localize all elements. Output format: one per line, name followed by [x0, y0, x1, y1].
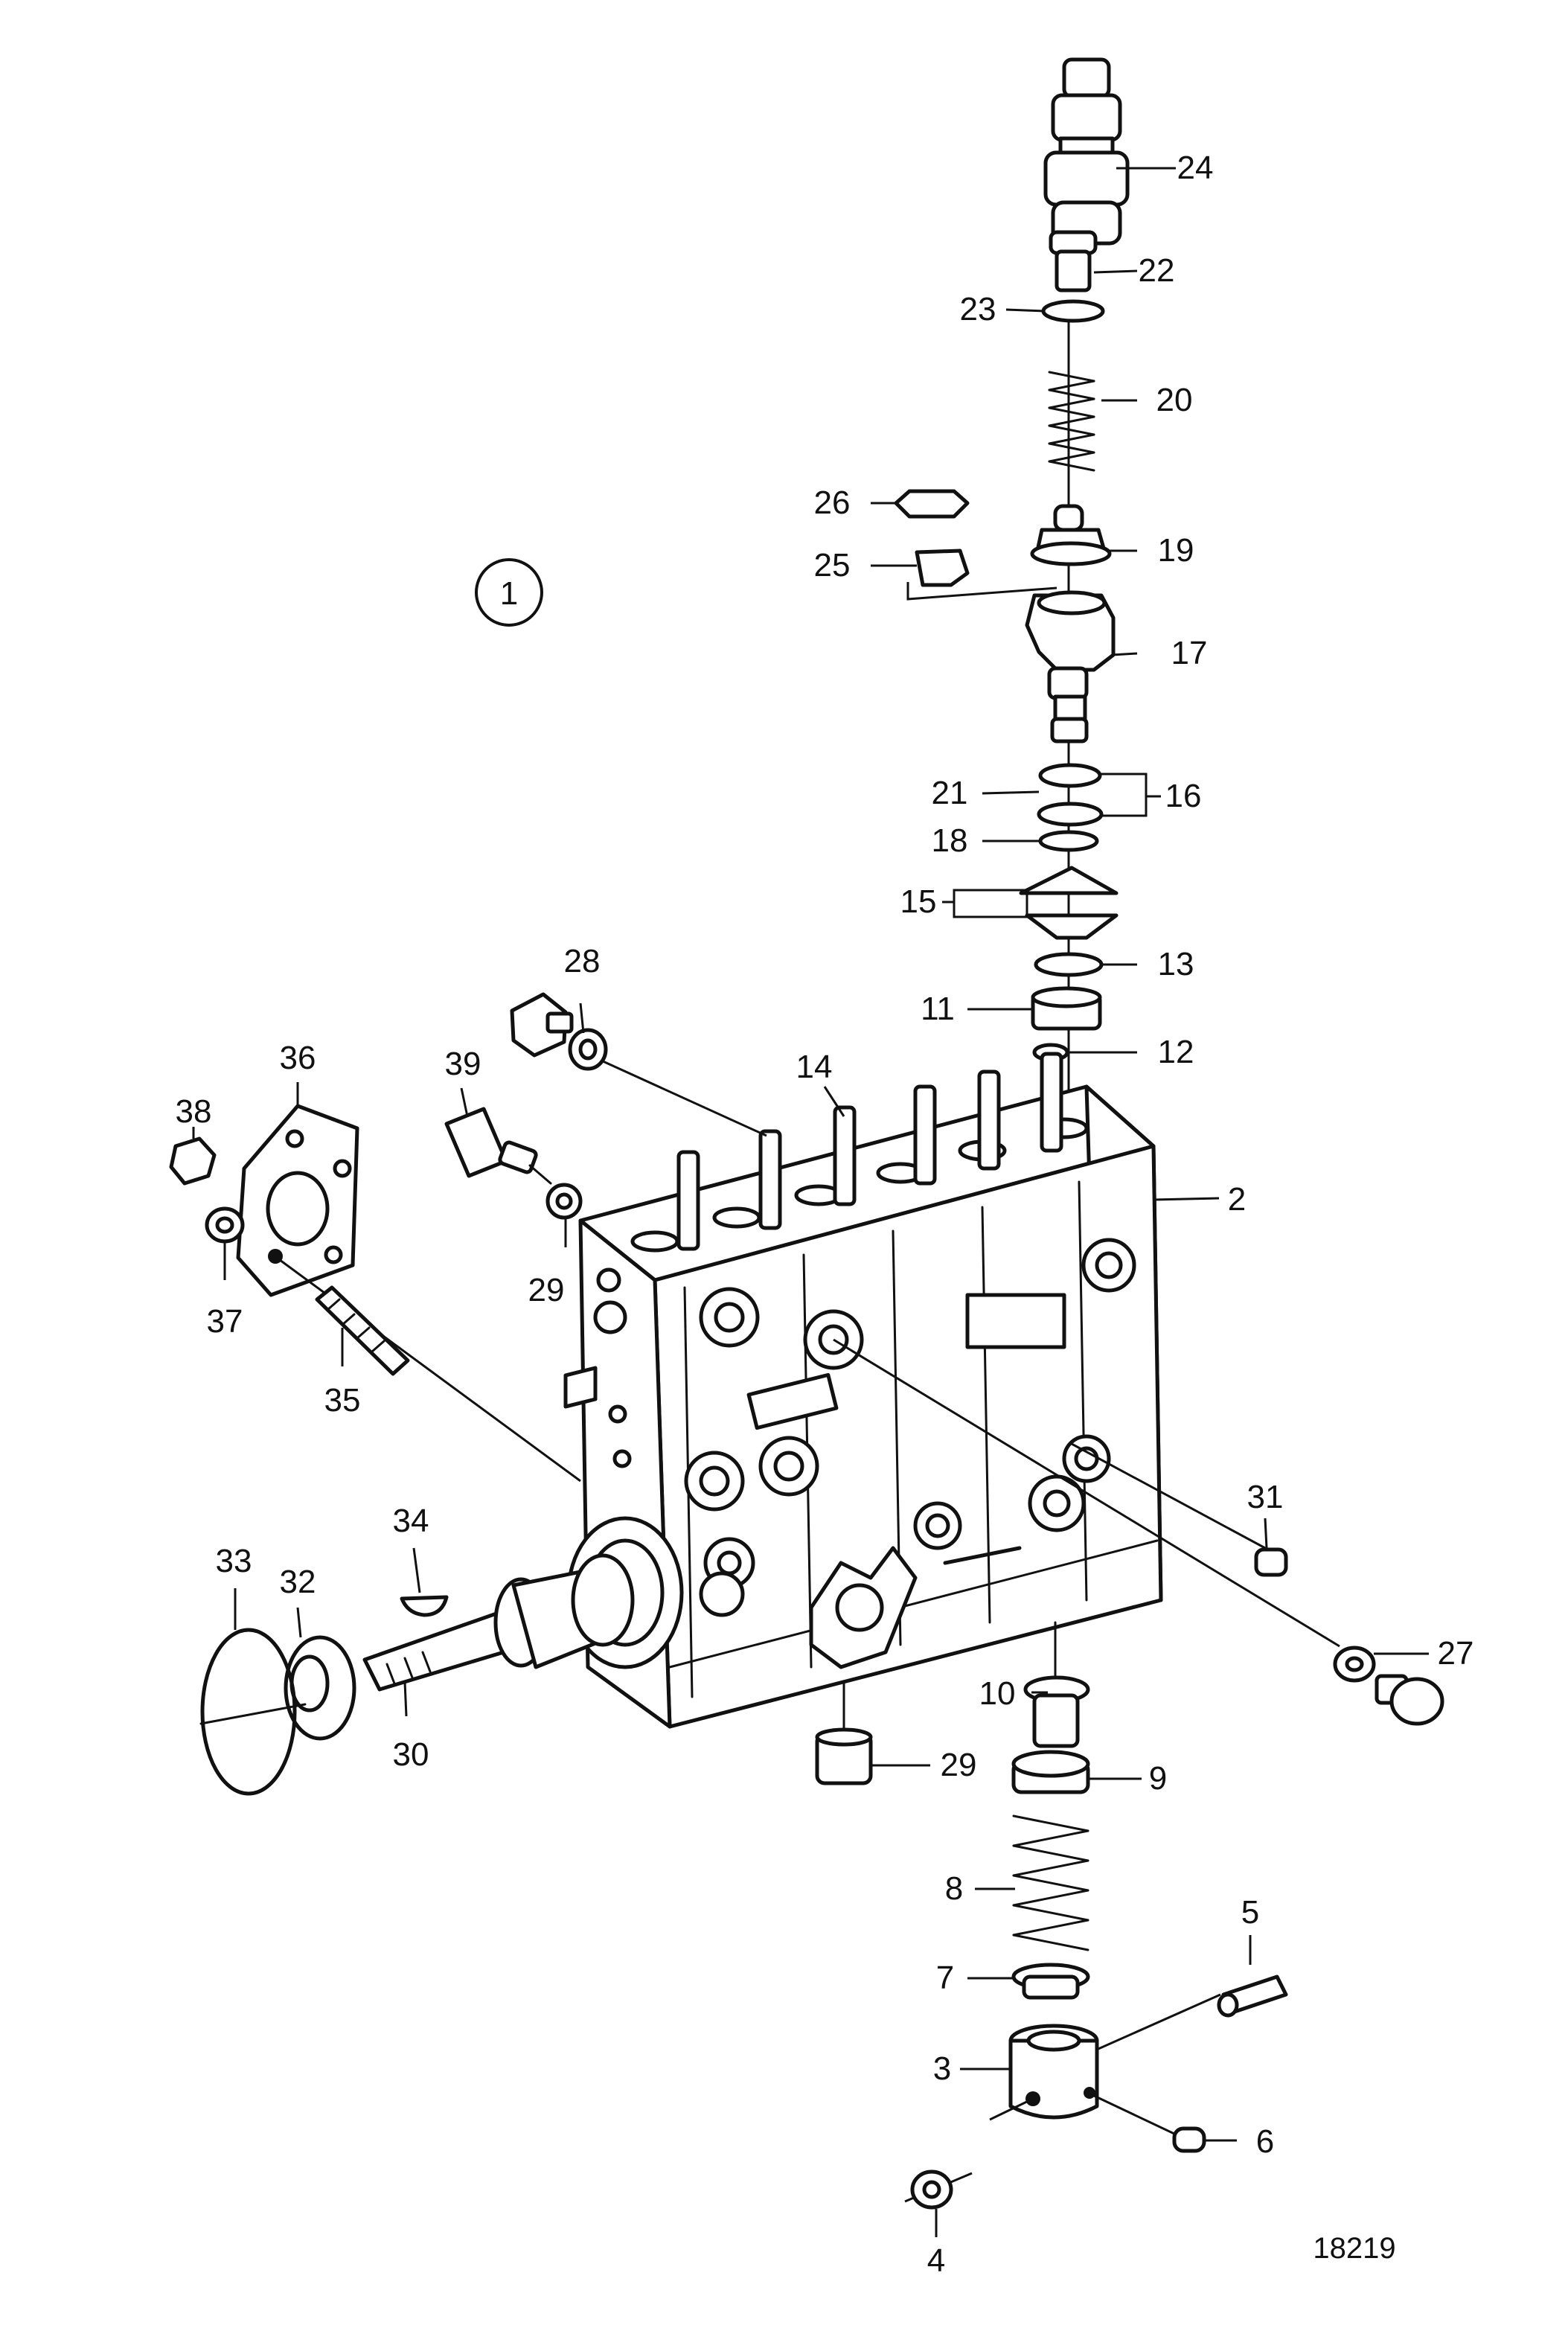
callout-15: 15 [900, 883, 937, 920]
callout-28: 29 [941, 1747, 977, 1783]
callout-34: 34 [393, 1503, 429, 1539]
part-stud-35 [315, 1285, 410, 1376]
callout-leaders [192, 167, 1429, 2237]
part-lower-seat-7 [1011, 1963, 1090, 2000]
part-flange-plate-36 [236, 1104, 581, 1483]
part-roller-4 [904, 2169, 973, 2210]
callout-3: 3 [933, 2050, 951, 2087]
callout-7: 7 [936, 1960, 954, 1996]
part-banjo-fitting [510, 992, 767, 1137]
callout-6: 6 [1256, 2123, 1274, 2160]
part-spring-seat-9 [1011, 1750, 1090, 1794]
part-half-shell-lower [1025, 913, 1119, 940]
callout-27: 27 [1438, 1635, 1474, 1672]
callout-35: 35 [324, 1382, 361, 1419]
callout-16: 16 [1165, 778, 1202, 814]
part-guide-10 [1023, 1675, 1090, 1748]
part-ring-13 [1034, 952, 1104, 977]
callout-12: 12 [1158, 1034, 1194, 1070]
part-pin-6 [1172, 2126, 1206, 2153]
part-pump-element-17 [1025, 590, 1116, 744]
part-seal-ring-23 [1041, 299, 1105, 323]
callout-11: 11 [921, 991, 955, 1027]
part-ring-21 [1038, 763, 1102, 788]
callout-29-side: 29 [528, 1272, 565, 1308]
callout-labels: 24 22 23 20 26 19 25 17 21 16 18 15 13 1… [176, 150, 1474, 2279]
callout-22: 22 [1139, 252, 1175, 289]
part-delivery-valve-holder [1043, 57, 1130, 246]
callout-21: 21 [932, 775, 968, 811]
callout-39: 39 [445, 1046, 481, 1082]
parts-drawing [169, 57, 1444, 2210]
part-overflow-valve-39 [444, 1107, 583, 1220]
part-spring-20 [1048, 371, 1095, 515]
callout-25: 25 [814, 547, 851, 583]
callout-18: 18 [932, 822, 968, 859]
callout-36: 36 [280, 1040, 316, 1076]
part-studs-14 [676, 1052, 1063, 1251]
view-number-badge: 1 [475, 558, 543, 627]
part-nut-38 [169, 1136, 217, 1186]
part-seal-32 [284, 1635, 356, 1741]
part-key-34 [400, 1595, 449, 1617]
callout-14: 14 [796, 1049, 833, 1085]
callout-2: 2 [1228, 1181, 1246, 1218]
part-ring-16 [1037, 802, 1104, 827]
callout-26: 26 [814, 485, 851, 521]
callout-20: 20 [1156, 382, 1193, 418]
callout-30: 30 [393, 1736, 429, 1773]
part-nut-26 [894, 489, 970, 519]
part-half-shell-upper [1019, 866, 1119, 895]
drawing-number: 18219 [1313, 2232, 1395, 2265]
callout-33: 33 [216, 1543, 252, 1579]
part-roller-tappet-3 [989, 2024, 1177, 2136]
callout-38: 38 [176, 1093, 212, 1130]
part-camshaft-30 [362, 1553, 635, 1692]
part-plug-31 [1071, 1442, 1288, 1577]
part-ring-18 [1038, 830, 1099, 852]
callout-8: 8 [945, 1870, 963, 1907]
part-delivery-valve [1049, 230, 1098, 292]
part-lock-plate-25 [915, 549, 970, 587]
callout-17: 17 [1171, 635, 1208, 671]
part-bushing-28 [815, 1681, 873, 1785]
callout-24: 24 [1177, 150, 1214, 186]
callout-31: 31 [1247, 1479, 1284, 1515]
part-o-ring-33 [200, 1628, 297, 1796]
part-pump-housing-2 [563, 1084, 1163, 1729]
callout-4: 4 [927, 2242, 945, 2279]
part-plunger-spring-8 [1012, 1814, 1089, 1951]
part-control-sleeve-11 [1031, 986, 1102, 1031]
part-pin-5 [1086, 1974, 1288, 2056]
part-screw-plug-27 [833, 1338, 1444, 1726]
callout-13: 13 [1158, 946, 1194, 982]
view-number: 1 [500, 575, 518, 612]
callout-29-top: 28 [564, 943, 601, 979]
callout-19: 19 [1158, 532, 1194, 569]
callout-9: 9 [1149, 1760, 1167, 1797]
part-valve-19 [1030, 504, 1112, 566]
callout-37: 37 [207, 1303, 243, 1340]
callout-10: 10 [979, 1675, 1016, 1712]
callout-23: 23 [960, 291, 996, 327]
callout-32: 32 [280, 1564, 316, 1600]
callout-5: 5 [1241, 1894, 1259, 1931]
